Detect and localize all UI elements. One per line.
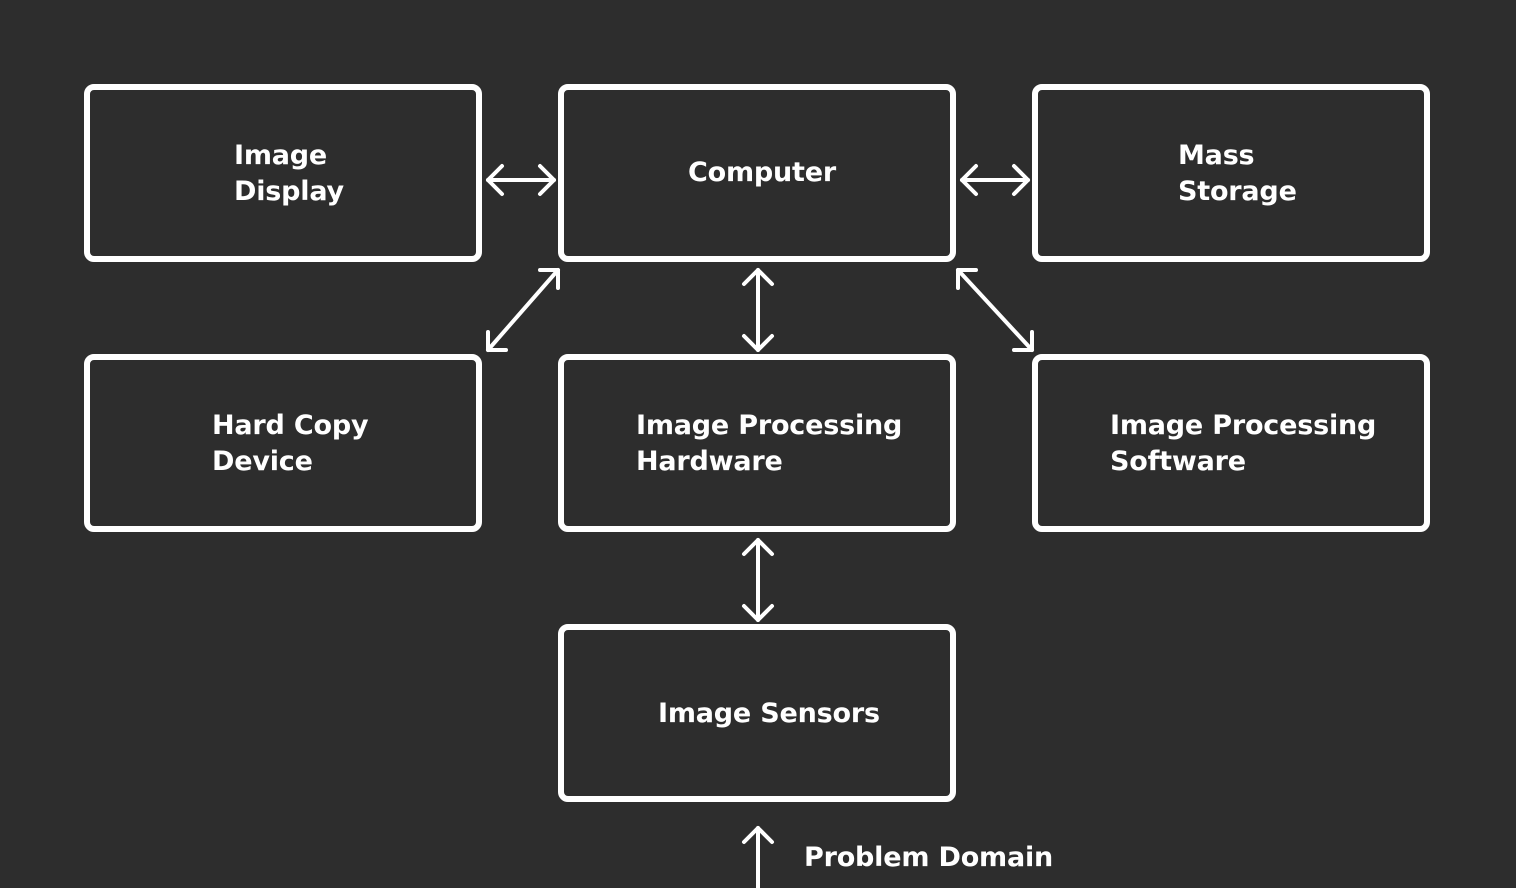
image-processing-hardware-label-line2: Hardware	[636, 446, 783, 477]
hard-copy-device-label-line2: Device	[212, 446, 313, 477]
mass-storage-label-line1: Mass	[1178, 140, 1255, 171]
image-processing-hardware-label: Image Processing Hardware	[636, 408, 902, 480]
hard-copy-device-label: Hard Copy Device	[212, 408, 369, 480]
hardware-sensors-arrow	[742, 538, 774, 622]
problem-domain-label-text: Problem Domain	[804, 842, 1054, 873]
image-processing-software-label: Image Processing Software	[1110, 408, 1376, 480]
image-display-label-line1: Image	[234, 140, 328, 171]
computer-label-line1: Computer	[688, 157, 836, 188]
computer-label: Computer	[688, 155, 836, 191]
mass-storage-box	[1032, 84, 1430, 262]
image-processing-hardware-box	[558, 354, 956, 532]
display-computer-arrow	[486, 164, 556, 196]
image-sensors-label-line1: Image Sensors	[658, 698, 880, 729]
problem-domain-arrow	[742, 826, 774, 888]
image-sensors-box	[558, 624, 956, 802]
image-processing-hardware-label-line1: Image Processing	[636, 410, 903, 441]
hard-copy-device-box	[84, 354, 482, 532]
image-processing-software-box	[1032, 354, 1430, 532]
computer-hardware-arrow	[742, 268, 774, 352]
image-processing-software-label-line2: Software	[1110, 446, 1246, 477]
mass-storage-label-line2: Storage	[1178, 176, 1297, 207]
mass-storage-label: Mass Storage	[1178, 138, 1297, 210]
image-processing-software-label-line1: Image Processing	[1110, 410, 1377, 441]
image-sensors-label: Image Sensors	[658, 696, 880, 732]
computer-software-arrow	[956, 268, 1034, 352]
computer-box	[558, 84, 956, 262]
hard-copy-device-label-line1: Hard Copy	[212, 410, 369, 441]
image-display-label-line2: Display	[234, 176, 344, 207]
image-display-label: Image Display	[234, 138, 344, 210]
image-display-box	[84, 84, 482, 262]
computer-hardcopy-arrow	[486, 268, 560, 352]
computer-storage-arrow	[960, 164, 1030, 196]
problem-domain-label: Problem Domain	[804, 840, 1053, 876]
